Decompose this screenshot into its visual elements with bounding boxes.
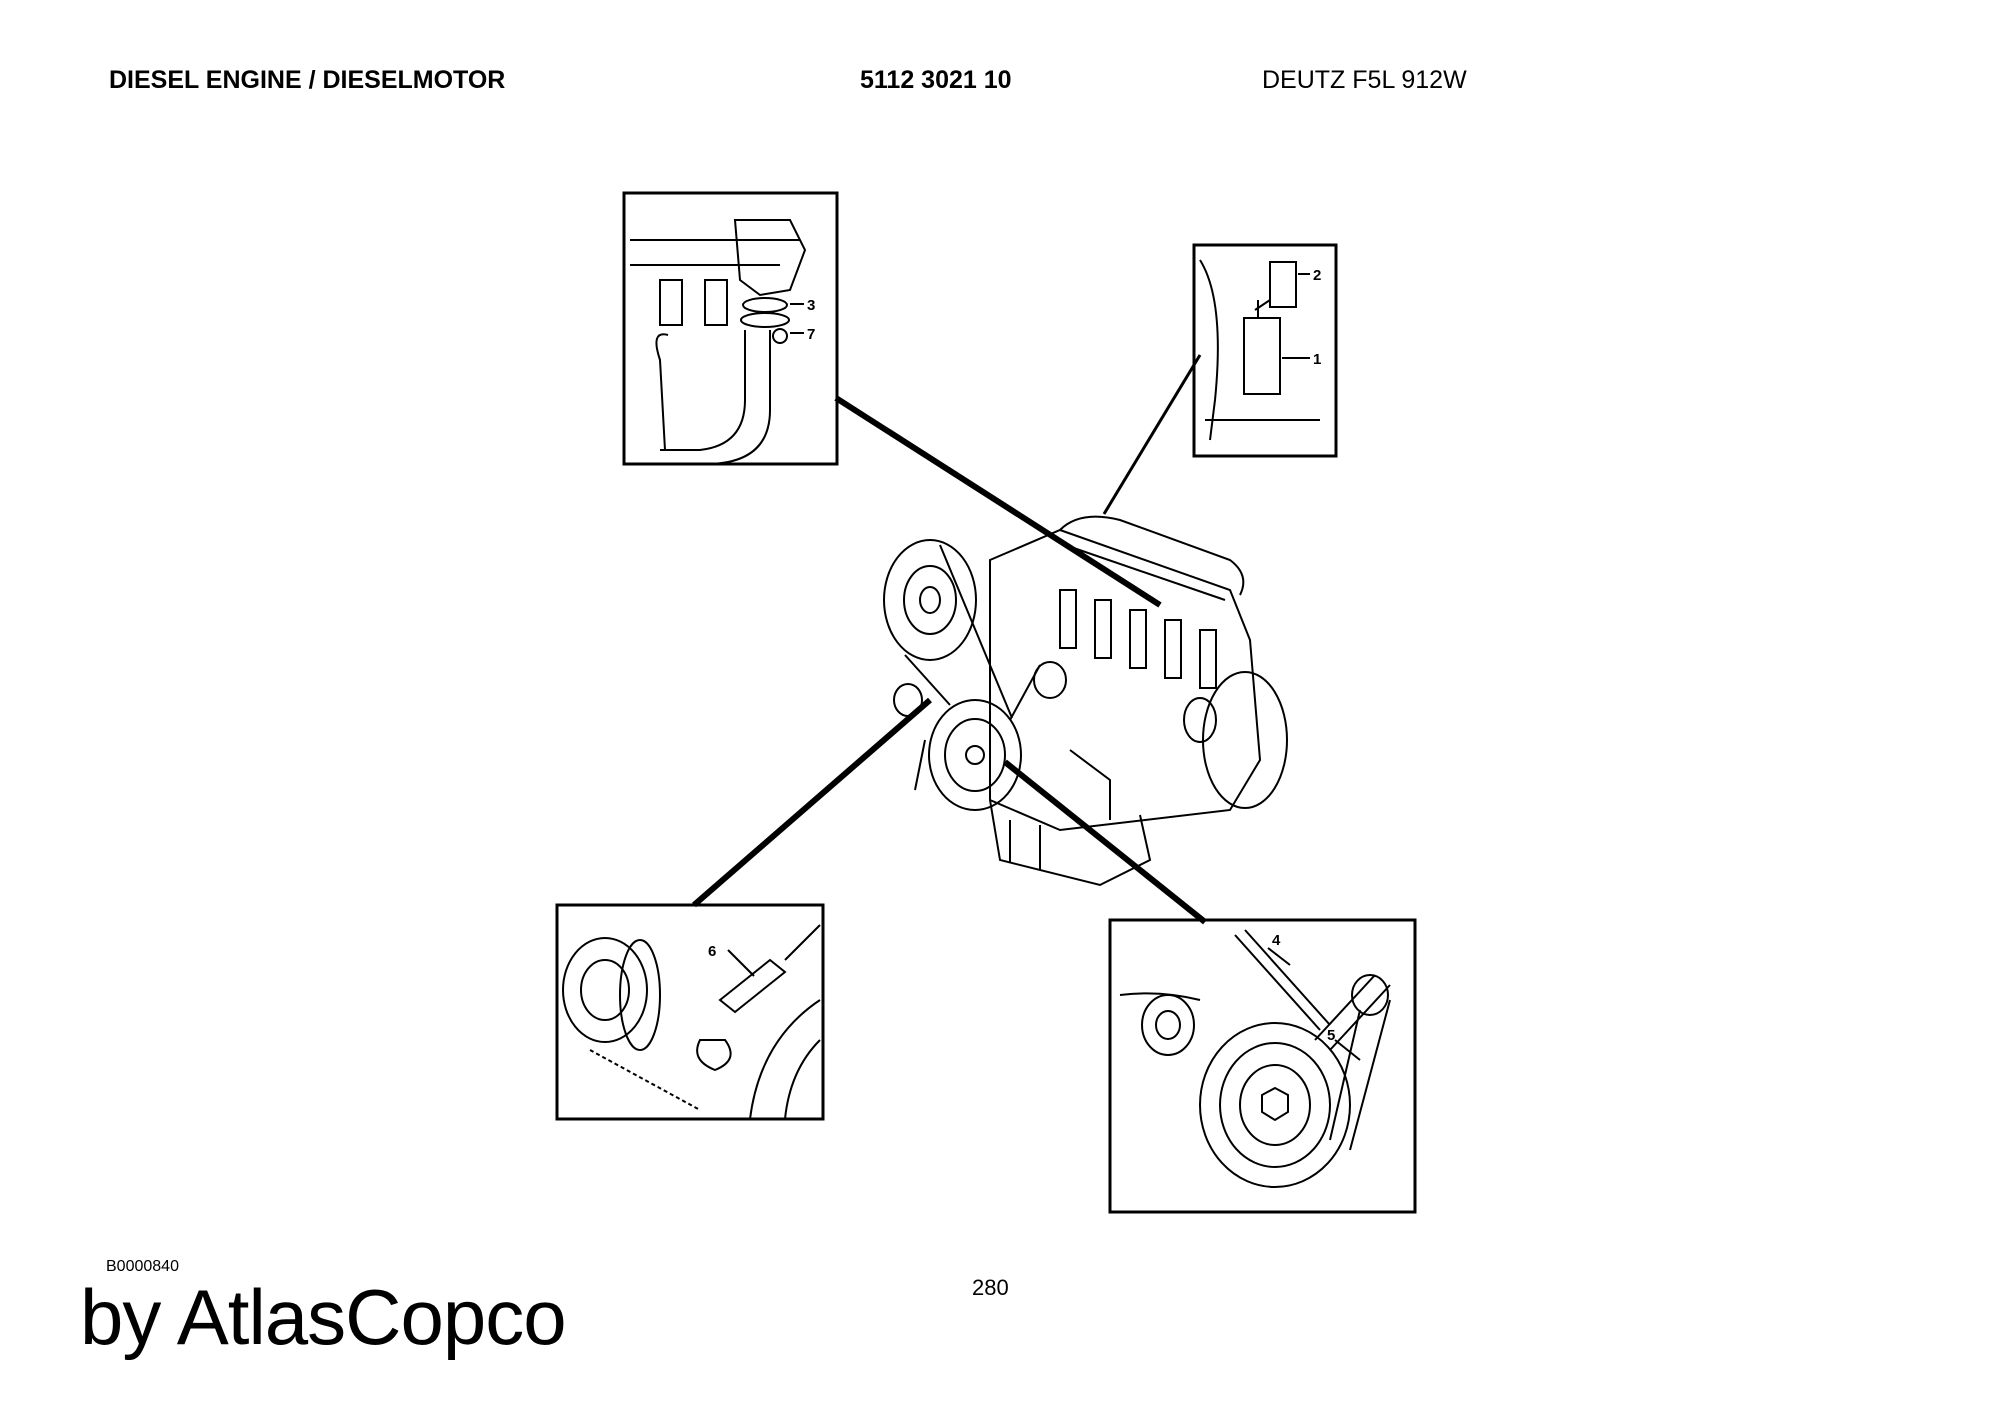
callout-4: 4 [1272, 932, 1281, 949]
header-part-number: 5112 3021 10 [860, 66, 1012, 94]
leader-lines [692, 354, 1207, 925]
callout-3: 3 [807, 297, 815, 314]
callout-6: 6 [708, 943, 716, 960]
callout-2: 2 [1313, 267, 1321, 284]
detail-box-top-right [1192, 243, 1338, 458]
detail-box-bottom-left [555, 903, 825, 1121]
brand-watermark: by AtlasCopco [80, 1273, 567, 1361]
detail-box-top-left [622, 191, 839, 466]
page-number: 280 [972, 1275, 1009, 1300]
callout-5: 5 [1327, 1027, 1335, 1044]
engine-main [883, 515, 1288, 887]
callout-7: 7 [807, 326, 815, 343]
detail-box-bottom-right [1108, 918, 1417, 1214]
callout-1: 1 [1313, 351, 1321, 368]
header-engine-model: DEUTZ F5L 912W [1262, 66, 1467, 94]
header-title: DIESEL ENGINE / DIESELMOTOR [109, 66, 506, 94]
figure-code: B0000840 [106, 1258, 179, 1275]
